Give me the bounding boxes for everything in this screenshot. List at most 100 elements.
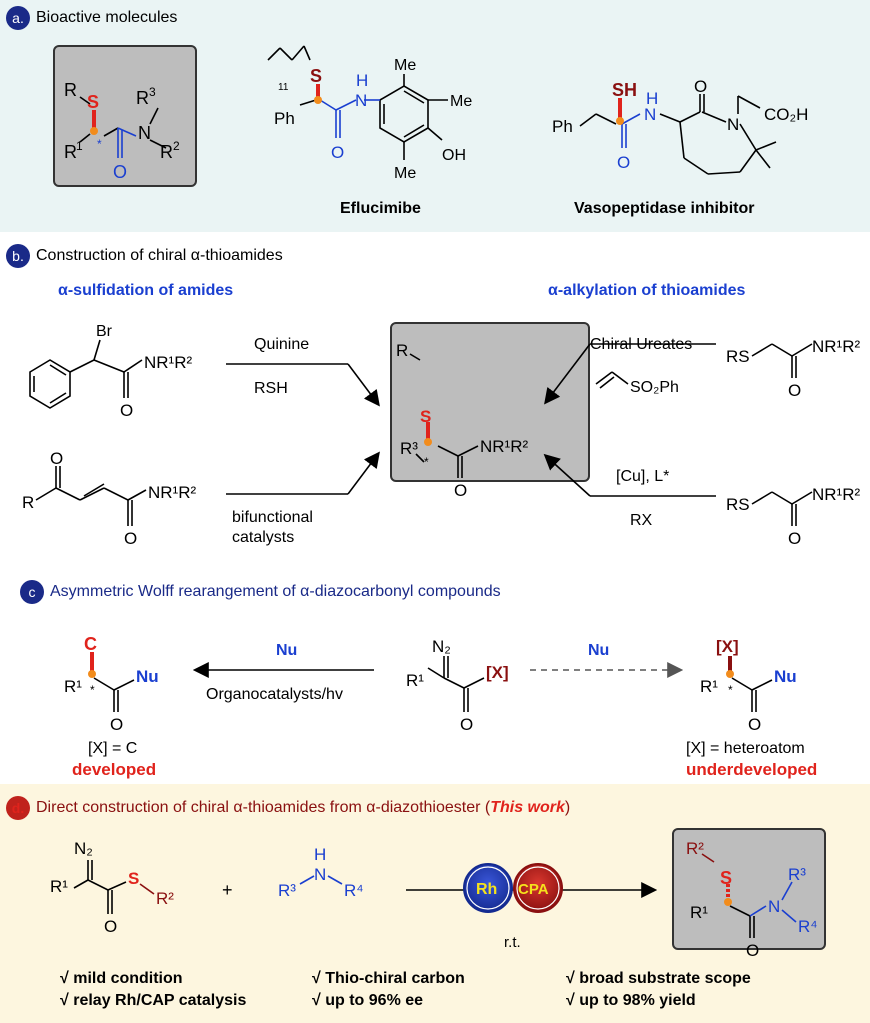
prod-b-R3: R³ <box>400 439 418 458</box>
panel-b-structures: Br NR¹R² O R O NR¹R² O <box>22 323 860 548</box>
sm3-RS: RS <box>726 347 750 366</box>
left-heading: α-sulfidation of amides <box>58 282 234 299</box>
panel-d-badge: d. <box>6 796 30 820</box>
d-product-box <box>672 828 826 950</box>
eflu-N: N <box>355 91 367 110</box>
panel-d-title-em: This work <box>490 799 565 817</box>
vaso-Ph: Ph <box>552 117 573 136</box>
sm2-O2: O <box>124 529 137 548</box>
sm1-O: O <box>120 401 133 420</box>
c-right-star: * <box>728 683 733 697</box>
c-right-arrow-top: Nu <box>588 642 610 659</box>
d-sm1-R2: R² <box>156 889 174 908</box>
d-sm1-S: S <box>128 869 139 888</box>
check-mild-condition: √ mild condition <box>60 970 183 987</box>
panel-c-badge: c <box>20 580 44 604</box>
d-prod-O: O <box>746 941 759 960</box>
c-right-O: O <box>748 715 761 734</box>
rh-catalyst-label: Rh <box>476 881 497 898</box>
prod-b-NR: NR¹R² <box>480 437 528 456</box>
d-plus: + <box>222 880 233 900</box>
core-S: S <box>87 92 99 112</box>
arrow3-top-label: Chiral Ureates <box>590 336 693 353</box>
core-R3-sup: 3 <box>149 85 156 99</box>
sm1-Br: Br <box>96 323 113 340</box>
d-sm1-N2: N₂ <box>74 839 93 858</box>
core-R2-sup: 2 <box>173 139 180 153</box>
panel-d-title-suffix: ) <box>564 799 571 817</box>
panel-d-header: d. Direct construction of chiral α-thioam… <box>6 796 570 820</box>
check-thio-chiral: √ Thio-chiral carbon <box>312 970 465 987</box>
eflu-H: H <box>356 71 368 90</box>
c-left-status: developed <box>72 760 157 779</box>
right-heading: α-alkylation of thioamides <box>548 282 746 299</box>
panel-a: a.Bioactive molecules R S R 1 * N R 3 R … <box>0 0 870 232</box>
vaso-O1: O <box>694 77 707 96</box>
prod-b-O: O <box>454 481 467 500</box>
core-R3: R <box>136 88 149 108</box>
core-O: O <box>113 162 127 182</box>
panel-c-structures: C R¹ * Nu O N₂ R¹ [X] O <box>64 634 797 734</box>
panel-d-structures: N₂ R¹ S R² O + H N R³ R⁴ Rh CPA <box>50 839 818 960</box>
c-left-star: * <box>90 683 95 697</box>
panel-b-title: Construction of chiral α-thioamides <box>36 247 283 265</box>
d-sm1-O: O <box>104 917 117 936</box>
core-N: N <box>138 123 151 143</box>
c-right-R1: R¹ <box>700 677 718 696</box>
vaso-N: N <box>644 105 656 124</box>
d-condition: r.t. <box>504 934 521 951</box>
d-prod-R3: R³ <box>788 865 806 884</box>
core-R1: R <box>64 142 77 162</box>
sm2-NR: NR¹R² <box>148 483 196 502</box>
d-sm2-N: N <box>314 865 326 884</box>
vasopeptidase-label: Vasopeptidase inhibitor <box>574 200 755 217</box>
core-star: * <box>97 137 102 151</box>
check-yield: √ up to 98% yield <box>566 992 696 1009</box>
eflu-Ph: Ph <box>274 109 295 128</box>
sm2-O1: O <box>50 449 63 468</box>
panel-a-structures: R S R 1 * N R 3 R 2 O <box>64 45 808 182</box>
check-ee: √ up to 96% ee <box>312 992 424 1009</box>
c-right-status: underdeveloped <box>686 760 818 779</box>
c-left-O: O <box>110 715 123 734</box>
d-prod-R4: R⁴ <box>798 917 818 936</box>
d-sm2-H: H <box>314 845 326 864</box>
cpa-catalyst-label: CPA <box>518 881 549 898</box>
c-mid-X: [X] <box>486 663 509 682</box>
prod-b-R: R <box>396 341 408 360</box>
sm4-NR: NR¹R² <box>812 485 860 504</box>
d-prod-S: S <box>720 868 732 888</box>
d-sm2-R4: R⁴ <box>344 881 364 900</box>
core-structure-box <box>53 45 197 187</box>
sm3-NR: NR¹R² <box>812 337 860 356</box>
eflu-OH: OH <box>442 147 466 164</box>
panel-a-badge: a. <box>6 6 30 30</box>
c-left-arrow-top: Nu <box>276 642 298 659</box>
vinyl-sulfone: SO₂Ph <box>630 379 679 396</box>
d-prod-R1: R¹ <box>690 903 708 922</box>
c-left-R1: R¹ <box>64 677 82 696</box>
panel-a-header: a.Bioactive molecules <box>6 6 177 30</box>
panel-b-badge: b. <box>6 244 30 268</box>
eflu-Me3: Me <box>394 165 416 182</box>
c-mid-O: O <box>460 715 473 734</box>
eflu-O: O <box>331 143 344 162</box>
c-right-note: [X] = heteroatom <box>686 740 805 757</box>
c-right-X: [X] <box>716 637 739 656</box>
vaso-H: H <box>646 89 658 108</box>
prod-b-star: * <box>424 455 429 469</box>
panel-d-title-prefix: Direct construction of chiral α-thioamid… <box>36 799 491 817</box>
panel-b: b. Construction of chiral α-thioamides α-… <box>0 232 870 574</box>
d-prod-R2: R² <box>686 839 704 858</box>
vaso-CO2H: CO₂H <box>764 105 808 124</box>
sm2-R: R <box>22 493 34 512</box>
eflucimibe-label: Eflucimibe <box>340 200 421 217</box>
check-relay-catalysis: √ relay Rh/CAP catalysis <box>60 992 247 1009</box>
eflu-Me1: Me <box>394 57 416 74</box>
vaso-SH: SH <box>612 80 637 100</box>
arrow2-bottom-label: bifunctional catalysts <box>232 509 313 546</box>
core-R1-sup: 1 <box>76 139 83 153</box>
d-prod-N: N <box>768 897 780 916</box>
sm1-NR: NR¹R² <box>144 353 192 372</box>
